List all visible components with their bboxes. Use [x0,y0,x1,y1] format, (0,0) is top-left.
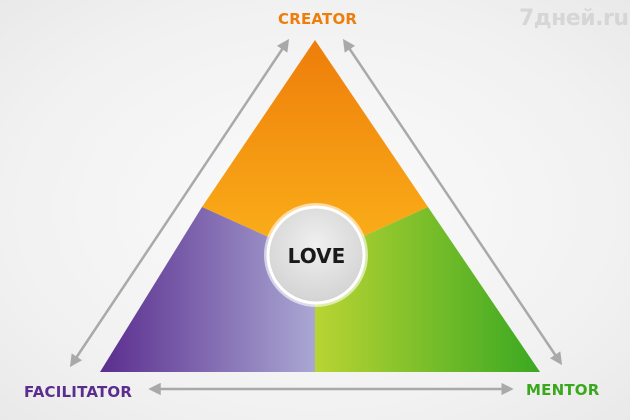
watermark-logo: 7дней.ru [519,6,629,31]
creator-label: CREATOR [278,10,358,28]
love-label: LOVE [287,243,346,268]
creator-mentor-arrow [342,38,563,366]
creator-facilitator-arrow [69,38,290,368]
facilitator-label: FACILITATOR [24,383,133,401]
mentor-label: MENTOR [526,381,600,399]
